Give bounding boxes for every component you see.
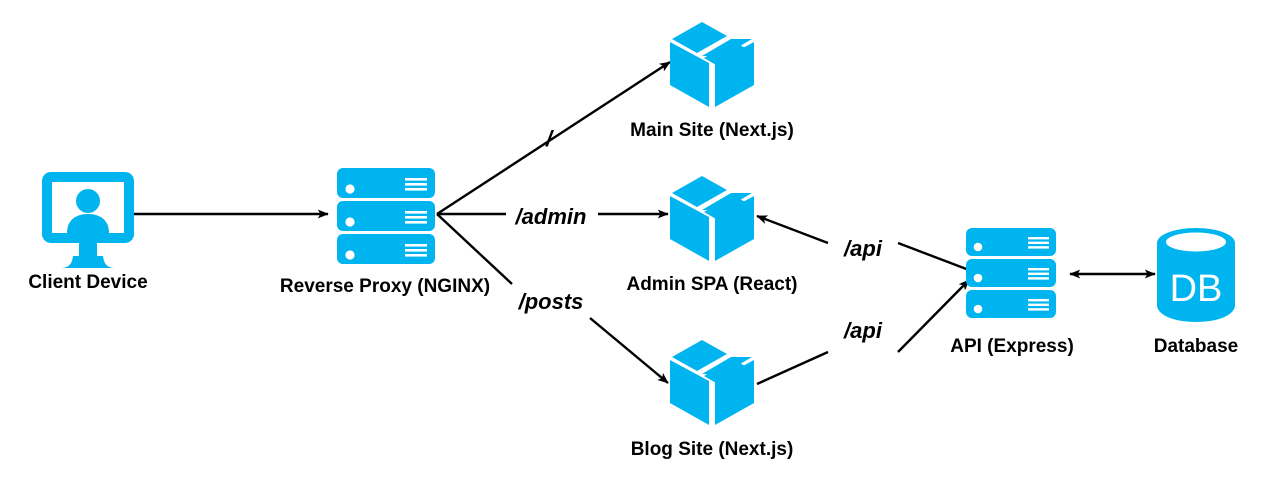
edges-layer: / /admin /posts /api /api bbox=[133, 60, 1156, 386]
edge-label-posts-path: /posts bbox=[518, 289, 584, 314]
edge-line-proxy-to-blog-lower bbox=[589, 317, 669, 384]
package-box-icon-blog-site bbox=[670, 340, 754, 425]
edge-line-blog-to-api-left bbox=[756, 350, 829, 386]
edge-line-api-to-admin-right bbox=[897, 241, 970, 272]
edge-label-api-blog: /api bbox=[843, 318, 883, 343]
edge-proxy-to-blog-site: /posts bbox=[436, 213, 669, 384]
node-database[interactable]: DB Database bbox=[1154, 228, 1239, 357]
package-box-icon-admin-spa bbox=[670, 176, 754, 261]
node-label-proxy: Reverse Proxy (NGINX) bbox=[280, 276, 490, 297]
edge-label-api-admin: /api bbox=[843, 236, 883, 261]
edge-blog-site-to-api: /api bbox=[756, 279, 970, 386]
database-cylinder-icon: DB bbox=[1157, 228, 1235, 322]
node-admin-spa[interactable]: Admin SPA (React) bbox=[626, 176, 798, 295]
edge-line-proxy-to-main-site bbox=[436, 60, 671, 216]
edge-api-to-admin-spa: /api bbox=[756, 214, 970, 272]
node-client[interactable]: Client Device bbox=[28, 172, 148, 293]
edge-line-blog-to-api-right bbox=[897, 279, 970, 353]
node-label-client: Client Device bbox=[28, 272, 147, 293]
node-label-admin-spa: Admin SPA (React) bbox=[626, 274, 797, 295]
node-label-api: API (Express) bbox=[950, 336, 1074, 357]
node-label-database: Database bbox=[1154, 336, 1239, 357]
server-stack-icon-api bbox=[966, 228, 1056, 318]
edge-label-admin-path: /admin bbox=[515, 204, 587, 229]
edge-line-proxy-to-blog-upper bbox=[436, 213, 513, 285]
database-inner-text: DB bbox=[1170, 268, 1223, 310]
node-proxy[interactable]: Reverse Proxy (NGINX) bbox=[280, 168, 490, 297]
node-main-site[interactable]: Main Site (Next.js) bbox=[630, 22, 794, 141]
node-api[interactable]: API (Express) bbox=[950, 228, 1074, 357]
monitor-user-icon bbox=[42, 172, 134, 268]
node-label-main-site: Main Site (Next.js) bbox=[630, 120, 794, 141]
node-label-blog-site: Blog Site (Next.js) bbox=[631, 439, 794, 460]
edge-proxy-to-admin-spa: /admin bbox=[437, 204, 669, 229]
node-blog-site[interactable]: Blog Site (Next.js) bbox=[631, 340, 794, 460]
server-stack-icon-proxy bbox=[337, 168, 435, 264]
edge-line-api-to-admin-left bbox=[756, 214, 829, 245]
edge-proxy-to-main-site: / bbox=[436, 60, 671, 216]
edge-label-root-path: / bbox=[545, 126, 555, 151]
package-box-icon-main-site bbox=[670, 22, 754, 107]
